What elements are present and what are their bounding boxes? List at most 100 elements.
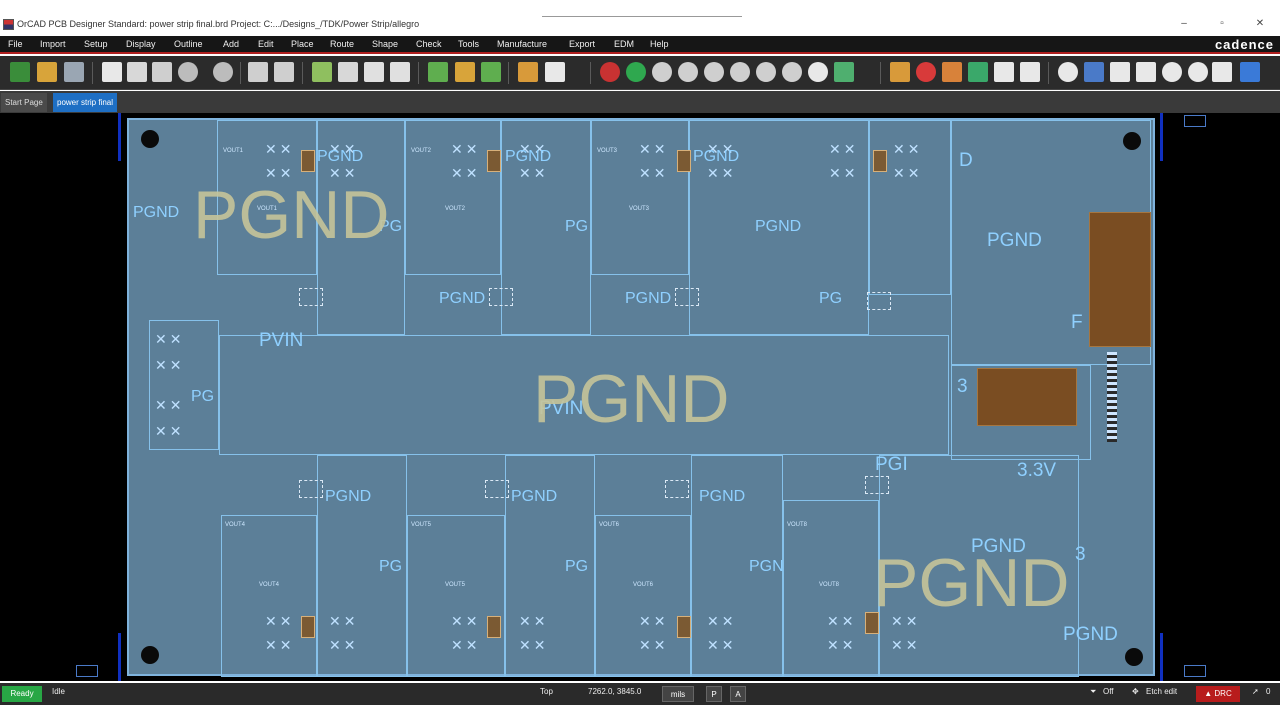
- menu-export[interactable]: Export: [569, 39, 596, 49]
- redraw-icon[interactable]: [808, 62, 828, 82]
- zoom-out-icon[interactable]: [730, 62, 750, 82]
- filter-icon[interactable]: [1212, 62, 1232, 82]
- net-label-pgnd: PGND: [987, 230, 1042, 251]
- settings-page-icon[interactable]: [1020, 62, 1040, 82]
- menu-display[interactable]: Display: [126, 39, 156, 49]
- mounting-hole: [141, 130, 159, 148]
- menu-help[interactable]: Help: [650, 39, 669, 49]
- via-array: ✕✕: [265, 613, 295, 629]
- slide-icon[interactable]: [338, 62, 358, 82]
- 3d-view-icon[interactable]: [834, 62, 854, 82]
- copy-icon[interactable]: [127, 62, 147, 82]
- properties-icon[interactable]: [1084, 62, 1104, 82]
- zoom-points-icon[interactable]: [678, 62, 698, 82]
- large-net-label-pgnd: PGND: [873, 545, 1070, 621]
- menu-tools[interactable]: Tools: [458, 39, 480, 49]
- mosfet-component: [873, 150, 887, 172]
- title-bar: OrCAD PCB Designer Standard: power strip…: [0, 0, 1280, 36]
- p-button[interactable]: P: [706, 686, 722, 702]
- filter-icon[interactable]: ⏷: [1090, 687, 1097, 696]
- highlight-icon[interactable]: [1136, 62, 1156, 82]
- redo-icon[interactable]: [213, 62, 233, 82]
- via-array: ✕✕: [451, 165, 481, 181]
- menu-setup[interactable]: Setup: [84, 39, 108, 49]
- snap-icon[interactable]: [1240, 62, 1260, 82]
- open-folder-icon[interactable]: [37, 62, 57, 82]
- maximize-button[interactable]: ▫: [1220, 18, 1224, 29]
- menu-route[interactable]: Route: [330, 39, 355, 49]
- menu-shape[interactable]: Shape: [372, 39, 399, 49]
- units-selector[interactable]: mils: [662, 686, 694, 702]
- net-label-pgnd: PGND: [755, 218, 802, 235]
- color-icon[interactable]: [916, 62, 936, 82]
- pgnd-region: [505, 455, 595, 677]
- a-button[interactable]: A: [730, 686, 746, 702]
- text-edit-icon[interactable]: [390, 62, 410, 82]
- menu-file[interactable]: File: [8, 39, 23, 49]
- pgnd-region: [689, 120, 869, 335]
- pcb-board[interactable]: ✕✕ ✕✕ ✕✕ ✕✕ ✕✕ ✕✕ ✕✕ ✕✕ ✕✕ ✕✕ ✕✕ ✕✕ ✕✕ ✕…: [127, 118, 1155, 677]
- minimize-button[interactable]: –: [1181, 18, 1187, 29]
- status-layer[interactable]: Top: [540, 687, 553, 696]
- zoom-in-icon[interactable]: [704, 62, 724, 82]
- pgnd-region: [501, 120, 591, 335]
- zoom-previous-icon[interactable]: [782, 62, 802, 82]
- grid-icon[interactable]: [890, 62, 910, 82]
- place-icon[interactable]: [428, 62, 448, 82]
- menu-check[interactable]: Check: [416, 39, 442, 49]
- close-button[interactable]: ✕: [1255, 18, 1265, 29]
- footprint-icon[interactable]: [481, 62, 501, 82]
- board-extent-marker: [118, 113, 121, 161]
- unpin-icon[interactable]: [274, 62, 294, 82]
- menu-outline[interactable]: Outline: [174, 39, 203, 49]
- text-icon[interactable]: [364, 62, 384, 82]
- net-label-pgnd: PGND: [439, 290, 486, 307]
- via-array: ✕✕: [639, 613, 669, 629]
- menu-edit[interactable]: Edit: [258, 39, 274, 49]
- tab-start-page[interactable]: Start Page: [1, 93, 47, 112]
- menu-add[interactable]: Add: [223, 39, 240, 49]
- via-array: ✕✕: [707, 637, 737, 653]
- record-go-icon[interactable]: [626, 62, 646, 82]
- menu-import[interactable]: Import: [40, 39, 66, 49]
- delete-icon[interactable]: [152, 62, 172, 82]
- regulator-region: [951, 365, 1091, 460]
- route-icon[interactable]: [518, 62, 538, 82]
- visibility-icon[interactable]: [1058, 62, 1078, 82]
- menu-edm[interactable]: EDM: [614, 39, 634, 49]
- record-stop-icon[interactable]: [600, 62, 620, 82]
- net-label-3: 3: [1075, 544, 1086, 565]
- menu-place[interactable]: Place: [291, 39, 314, 49]
- dehighlight-icon[interactable]: [1162, 62, 1182, 82]
- measure-icon[interactable]: [1110, 62, 1130, 82]
- design-canvas[interactable]: ✕✕ ✕✕ ✕✕ ✕✕ ✕✕ ✕✕ ✕✕ ✕✕ ✕✕ ✕✕ ✕✕ ✕✕ ✕✕ ✕…: [0, 113, 1280, 681]
- mosfet-component: [487, 616, 501, 638]
- toolbar-separator: [590, 62, 591, 84]
- vout-region: [405, 120, 501, 275]
- hand-icon[interactable]: [545, 62, 565, 82]
- net-label-pgnd: PGND: [505, 148, 552, 165]
- undo-icon[interactable]: [178, 62, 198, 82]
- move-icon[interactable]: [102, 62, 122, 82]
- layers-icon[interactable]: [942, 62, 962, 82]
- shape-fill-icon[interactable]: [968, 62, 988, 82]
- new-icon[interactable]: [10, 62, 30, 82]
- filter-status[interactable]: Off: [1103, 687, 1114, 696]
- tab-power-strip-final[interactable]: power strip final: [53, 93, 118, 112]
- drc-indicator[interactable]: ▲ DRC: [1196, 686, 1240, 702]
- unrats-icon[interactable]: [1188, 62, 1208, 82]
- zoom-world-icon[interactable]: [756, 62, 776, 82]
- save-icon[interactable]: [64, 62, 84, 82]
- drc-count: 0: [1266, 687, 1271, 696]
- component-icon[interactable]: [455, 62, 475, 82]
- zoom-fit-icon[interactable]: [652, 62, 672, 82]
- via-array: ✕✕: [155, 331, 185, 347]
- add-connect-icon[interactable]: [312, 62, 332, 82]
- report-icon[interactable]: [994, 62, 1014, 82]
- menu-manufacture[interactable]: Manufacture: [497, 39, 548, 49]
- net-label-pgnd: PGND: [693, 148, 740, 165]
- pin-icon[interactable]: [248, 62, 268, 82]
- edit-mode[interactable]: Etch edit: [1146, 687, 1178, 696]
- net-label-pg: PG: [379, 558, 403, 575]
- net-label-pg: PG: [379, 218, 403, 235]
